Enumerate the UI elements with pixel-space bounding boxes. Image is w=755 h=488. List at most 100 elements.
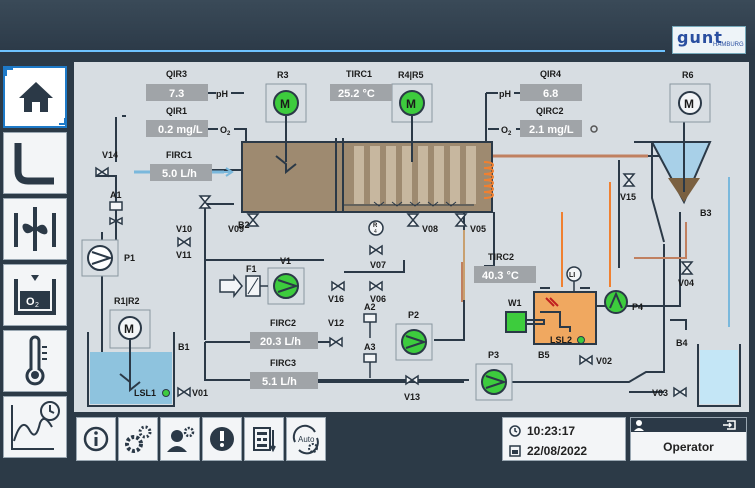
label-v12: V12 [328, 318, 344, 328]
label-qir1: QIR1 [166, 106, 187, 116]
valve-v04[interactable] [680, 261, 694, 275]
svg-text:40.3 °C: 40.3 °C [482, 270, 519, 282]
oxygen-tank-icon: O 2 [14, 275, 56, 315]
valve-v02[interactable] [579, 354, 593, 366]
home-icon [5, 68, 66, 125]
svg-text:20.3 L/h: 20.3 L/h [260, 336, 301, 348]
report-icon [253, 427, 276, 453]
valve-v15[interactable] [622, 173, 636, 187]
lsl1-status [162, 389, 170, 397]
sidebar-temperature-button[interactable] [3, 330, 67, 392]
pump-p1[interactable] [81, 239, 119, 277]
reading-qir4: 6.8 [520, 84, 582, 101]
label-qirc2: QIRC2 [536, 106, 564, 116]
label-qir4: QIR4 [540, 69, 561, 79]
actuator-a2[interactable] [363, 313, 377, 338]
label-v13: V13 [404, 392, 420, 402]
valve-v13[interactable] [405, 374, 419, 386]
sidebar-oxygen-button[interactable]: O 2 [3, 264, 67, 326]
label-b5: B5 [538, 350, 550, 360]
user-icon [634, 420, 736, 431]
valve-v03[interactable] [673, 386, 687, 398]
valve-v12[interactable] [329, 336, 343, 348]
label-v16: V16 [328, 294, 344, 304]
auto-mode-button[interactable]: Auto [286, 417, 326, 461]
svg-text:0.2 mg/L: 0.2 mg/L [158, 124, 203, 136]
valve-v09[interactable] [246, 213, 260, 227]
actuator-a1[interactable] [109, 201, 123, 226]
svg-text:6.8: 6.8 [543, 88, 558, 100]
label-v02: V02 [596, 356, 612, 366]
svg-text:25.2 °C: 25.2 °C [338, 88, 375, 100]
label-f1: F1 [246, 264, 257, 274]
report-button[interactable] [244, 417, 284, 461]
label-tirc2: TIRC2 [488, 252, 514, 262]
alarm-icon [210, 427, 234, 451]
reading-firc2: 20.3 L/h [250, 332, 318, 349]
pump-p3[interactable] [475, 363, 513, 401]
process-flow-svg: B2 B1 B5 B3 B4 [81, 69, 741, 407]
motor-r1r2[interactable]: M [109, 309, 151, 393]
settings-icon [125, 425, 152, 453]
label-b3: B3 [700, 208, 712, 218]
agitator-icon [14, 207, 56, 251]
level-indicator-li: LI [566, 266, 582, 292]
thermometer-icon [25, 335, 47, 386]
info-button[interactable] [76, 417, 116, 461]
svg-text:R: R [373, 223, 378, 229]
valve-v11[interactable] [177, 236, 191, 248]
label-a1: A1 [110, 190, 122, 200]
trend-chart-icon [11, 401, 60, 450]
filter-f1[interactable] [219, 273, 268, 299]
sidebar-home-button[interactable] [3, 66, 67, 128]
motor-r6[interactable]: M [669, 83, 711, 123]
date-value: 22/08/2022 [527, 444, 588, 458]
pump-v1[interactable] [267, 267, 305, 305]
svg-text:M: M [684, 97, 694, 111]
valve-v10[interactable] [198, 195, 212, 209]
sidebar-trend-button[interactable] [3, 396, 67, 458]
motor-r4r5[interactable]: M [391, 83, 433, 162]
settings-button[interactable] [118, 417, 158, 461]
svg-text:4: 4 [374, 229, 377, 235]
valve-v05[interactable] [454, 213, 468, 227]
label-tirc1: TIRC1 [346, 69, 372, 79]
reading-firc3: 5.1 L/h [250, 372, 318, 389]
reading-qir3: 7.3 [146, 84, 208, 101]
label-ph-2: pH [499, 89, 511, 99]
label-r6: R6 [682, 70, 694, 80]
time-value: 10:23:17 [527, 424, 576, 438]
valve-v14[interactable] [95, 166, 109, 178]
reading-qirc2: 2.1 mg/L [520, 120, 582, 137]
label-b4: B4 [676, 338, 688, 348]
user-bar [631, 418, 746, 432]
label-p1: P1 [124, 253, 135, 263]
qirc2-indicator [590, 125, 598, 133]
valve-v08[interactable] [406, 213, 420, 227]
label-v09: V09 [228, 224, 244, 234]
clock-display: 10:23:17 22/08/2022 [502, 417, 626, 461]
label-a2: A2 [364, 302, 376, 312]
clock-icon [509, 425, 521, 457]
svg-text:M: M [406, 97, 416, 111]
pump-p2[interactable] [395, 323, 433, 361]
valve-v01[interactable] [177, 386, 191, 398]
svg-text:M: M [280, 97, 290, 111]
sidebar-piping-button[interactable] [3, 132, 67, 194]
alarm-button[interactable] [202, 417, 242, 461]
label-v06: V06 [370, 294, 386, 304]
sidebar-agitator-button[interactable] [3, 198, 67, 260]
valve-v07[interactable] [369, 244, 383, 256]
user-settings-button[interactable] [160, 417, 200, 461]
valve-v06[interactable] [369, 280, 383, 292]
pump-p4[interactable] [604, 290, 628, 314]
reading-firc1: 5.0 L/h [150, 164, 212, 181]
svg-text:O: O [26, 296, 35, 308]
label-firc3: FIRC3 [270, 358, 296, 368]
motor-r3[interactable]: M [265, 83, 307, 175]
label-lsl2: LSL2 [550, 335, 572, 345]
user-account-button[interactable]: Operator [630, 417, 747, 461]
actuator-a3[interactable] [363, 353, 377, 378]
heater-w1[interactable] [505, 311, 545, 333]
valve-v16[interactable] [331, 280, 345, 292]
